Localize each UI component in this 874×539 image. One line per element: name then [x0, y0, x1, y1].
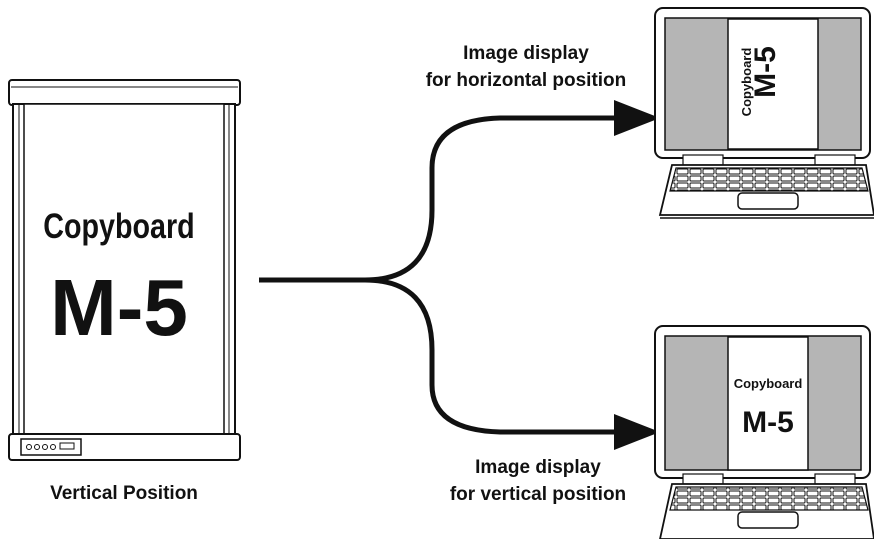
arrow-head-bottom	[614, 414, 660, 450]
vertical-screen-model: M-5	[742, 406, 794, 439]
vertical-screen-title: Copyboard	[734, 376, 803, 391]
horizontal-label-line2: for horizontal position	[426, 70, 627, 91]
vertical-label-line2: for vertical position	[450, 484, 626, 505]
copyboard-device: Copyboard M-5	[8, 79, 241, 461]
board-caption: Vertical Position	[50, 483, 198, 504]
horizontal-screen-title: Copyboard	[739, 48, 754, 117]
vertical-label-line1: Image display	[475, 457, 601, 478]
laptop-horizontal: Copyboard M-5	[654, 7, 874, 219]
laptop-vertical: Copyboard M-5	[654, 325, 874, 539]
board-title: Copyboard	[43, 206, 194, 245]
horizontal-label-line1: Image display	[463, 43, 589, 64]
board-model: M-5	[50, 263, 188, 352]
control-panel	[20, 438, 82, 456]
horizontal-screen-model: M-5	[749, 46, 782, 98]
arrow-head-top	[614, 100, 660, 136]
branch-arrows	[259, 100, 660, 450]
